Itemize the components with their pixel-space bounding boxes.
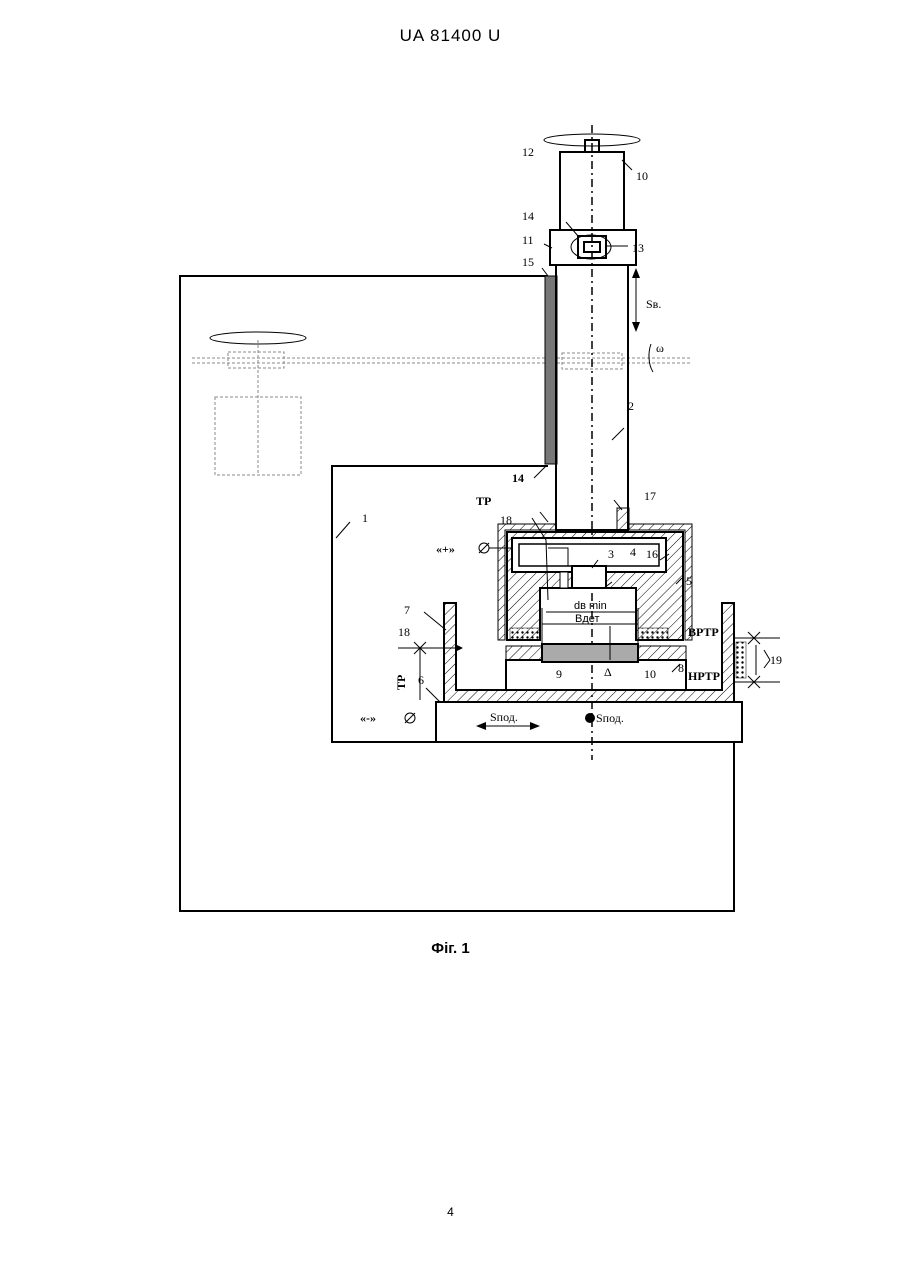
fixture-right <box>638 646 686 660</box>
label-s-pod-v: Sпод. <box>596 711 624 725</box>
label-11: 11 <box>522 233 534 247</box>
label-14-top: 14 <box>522 209 534 223</box>
label-plus: «+» <box>436 542 455 556</box>
label-nrtr: HPTP <box>688 669 720 683</box>
label-12: 12 <box>522 145 534 159</box>
label-10-top: 10 <box>636 169 648 183</box>
label-7: 7 <box>404 603 410 617</box>
vertical-travel-arrow <box>632 268 640 332</box>
label-16: 16 <box>646 547 658 561</box>
fixture-left <box>506 646 542 660</box>
label-6: 6 <box>418 673 424 687</box>
label-9: 9 <box>556 667 562 681</box>
tool-electrode <box>572 566 606 588</box>
label-4: 4 <box>630 545 636 559</box>
work-table <box>506 660 686 690</box>
label-13: 13 <box>632 241 644 255</box>
label-19: 19 <box>770 653 782 667</box>
label-tp-top: TP <box>476 494 491 508</box>
figure-caption: Фіг. 1 <box>0 940 901 957</box>
workpiece <box>542 644 638 662</box>
label-1: 1 <box>362 511 368 525</box>
label-15: 15 <box>522 255 534 269</box>
label-2: 2 <box>628 399 634 413</box>
label-vrtr: BPTP <box>688 625 719 639</box>
label-17: 17 <box>644 489 656 503</box>
label-d-min: dв min <box>574 600 607 612</box>
page-number: 4 <box>0 1205 901 1219</box>
label-8: 8 <box>678 661 684 675</box>
label-3: 3 <box>608 547 614 561</box>
label-14-bottom: 14 <box>512 471 524 485</box>
label-delta: Δ <box>604 665 612 679</box>
label-tp-left: TP <box>394 675 408 690</box>
label-b-det: Bдет <box>575 613 600 625</box>
label-10-bottom: 10 <box>644 667 656 681</box>
label-18-left: 18 <box>398 625 410 639</box>
label-5: 5 <box>686 574 692 588</box>
label-omega: ω <box>656 341 664 355</box>
seal-right <box>638 628 668 640</box>
label-18-top: 18 <box>500 513 512 527</box>
label-s-b: Sв. <box>646 297 661 311</box>
label-minus: «-» <box>360 711 376 725</box>
seal-left <box>510 628 540 640</box>
label-s-pod-h: Sпод. <box>490 710 518 724</box>
ghost-head <box>192 332 690 475</box>
